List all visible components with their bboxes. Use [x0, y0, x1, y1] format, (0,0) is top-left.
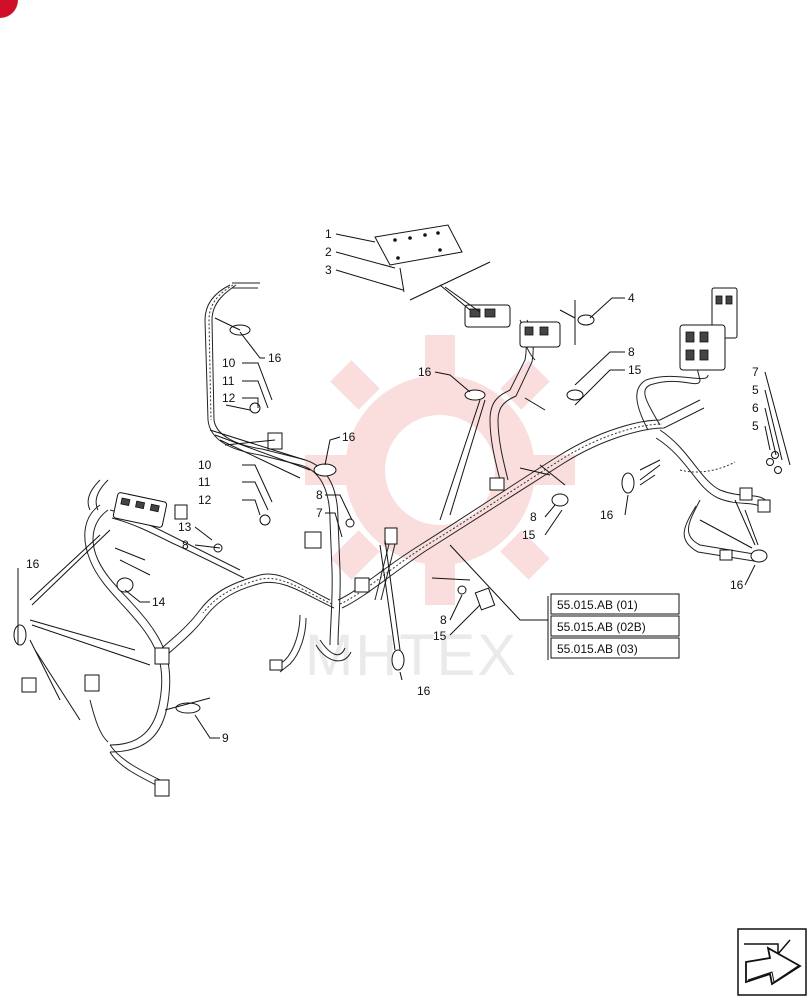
callout-16-g: 16 [730, 578, 744, 592]
callout-8-c: 8 [440, 613, 447, 627]
reference-boxes: 55.015.AB (01) 55.015.AB (02B) 55.015.AB… [547, 593, 680, 660]
callout-7-a: 7 [316, 506, 323, 520]
next-page-arrow-icon[interactable] [737, 928, 807, 996]
callout-9: 9 [222, 731, 229, 745]
callout-16-c: 16 [26, 557, 40, 571]
callout-6: 6 [752, 401, 759, 415]
callout-5-a: 5 [752, 383, 759, 397]
callout-labels: 1 2 3 4 16 10 11 12 16 10 11 12 13 8 14 … [26, 227, 759, 745]
callout-16-a: 16 [268, 351, 282, 365]
callout-13: 13 [178, 520, 192, 534]
small-connectors [21, 432, 771, 797]
callout-15-c: 15 [522, 528, 536, 542]
ref-text-1: 55.015.AB (01) [557, 598, 638, 612]
plate-part-1 [374, 224, 463, 266]
ref-text-3: 55.015.AB (03) [557, 642, 638, 656]
ref-box-3[interactable] [550, 637, 680, 659]
callout-4: 4 [628, 291, 635, 305]
callout-16-h: 16 [417, 684, 431, 698]
callout-12-b: 12 [198, 493, 212, 507]
watermark-text: MHTEX [305, 623, 518, 688]
callout-8-d: 8 [628, 345, 635, 359]
callout-11-a: 11 [222, 374, 235, 388]
callout-14: 14 [152, 595, 166, 609]
callout-16-b: 16 [342, 430, 356, 444]
top-center-connector-block [464, 304, 561, 348]
ref-box-1[interactable] [550, 593, 680, 615]
callout-10-a: 10 [222, 356, 236, 370]
corner-marker [0, 0, 18, 18]
callout-2: 2 [325, 245, 332, 259]
callout-3: 3 [325, 263, 332, 277]
ref-box-2[interactable] [550, 615, 680, 637]
ref-text-2: 55.015.AB (02B) [557, 620, 646, 634]
callout-8-e: 8 [530, 510, 537, 524]
callout-16-f: 16 [600, 508, 614, 522]
callout-10-b: 10 [198, 458, 212, 472]
callout-1: 1 [325, 227, 332, 241]
left-relay-block [112, 492, 168, 528]
callout-15-b: 15 [628, 363, 642, 377]
callout-15-a: 15 [433, 629, 447, 643]
callout-8-a: 8 [182, 538, 189, 552]
callout-11-b: 11 [198, 475, 211, 489]
leader-lines [17, 233, 791, 739]
top-right-fuse-block [679, 287, 738, 371]
callout-8-b: 8 [316, 488, 323, 502]
callout-7-b: 7 [752, 365, 759, 379]
callout-12-a: 12 [222, 391, 236, 405]
callout-16-d: 16 [418, 365, 432, 379]
callout-5-b: 5 [752, 419, 759, 433]
